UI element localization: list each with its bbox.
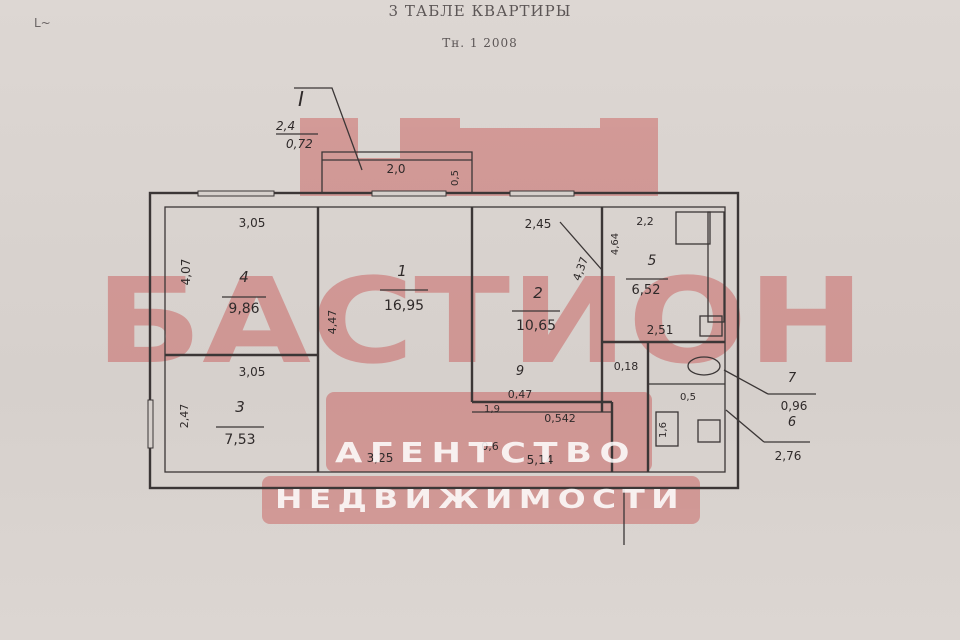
room-1-area: 16,95 bbox=[384, 298, 424, 314]
extra-dim-3: 0,5 bbox=[680, 392, 696, 403]
room-1-bottom-dim: 3,25 bbox=[367, 451, 394, 465]
room-6-area: 2,76 bbox=[775, 449, 802, 463]
room-4-top-dim: 3,05 bbox=[239, 216, 266, 230]
counter-icon bbox=[707, 211, 725, 323]
room-6-side-dim: 1,6 bbox=[658, 422, 669, 438]
balcony-fraction-bottom: 0,72 bbox=[286, 137, 313, 151]
windows bbox=[147, 190, 575, 449]
room-labels: 4 9,86 3,05 4,07 1 16,95 4,47 3,25 2 10,… bbox=[178, 215, 816, 467]
room-8-area: 5,14 bbox=[527, 453, 554, 467]
plan-subtitle: Тн. 1 2008 bbox=[442, 36, 518, 50]
room-3-area: 7,53 bbox=[224, 432, 255, 448]
room-2-number: 2 bbox=[533, 284, 543, 302]
balcony: 2,0 0,5 I 2,4 0,72 bbox=[276, 87, 473, 193]
plan-title: 3 ТАБЛЕ КВАРТИРЫ bbox=[388, 2, 572, 20]
room-4-side-dim: 4,07 bbox=[179, 259, 193, 286]
room-5-top-dim: 2,2 bbox=[636, 215, 654, 228]
room-9-dim: 1,9 bbox=[484, 404, 500, 415]
stove-icon bbox=[675, 211, 711, 245]
room-2-area: 10,65 bbox=[516, 318, 556, 334]
room-7-number: 7 bbox=[788, 371, 797, 386]
room-8-dim: 0,6 bbox=[481, 440, 499, 453]
watermark-text: АГЕНТСТВО НЕДВИЖИМОСТИ bbox=[275, 436, 685, 515]
fixtures bbox=[623, 211, 725, 545]
toilet-icon bbox=[697, 419, 721, 443]
room-4-area: 9,86 bbox=[228, 301, 259, 317]
extra-dim-1: 0,18 bbox=[614, 360, 639, 373]
room-1-side-dim: 4,47 bbox=[326, 310, 339, 335]
sink-icon bbox=[699, 315, 723, 337]
room-3-top-dim: 3,05 bbox=[239, 365, 266, 379]
room-9-number: 9 bbox=[516, 364, 524, 379]
room-5-side-dim: 4,64 bbox=[610, 233, 621, 255]
extra-dim-2: 0,542 bbox=[544, 412, 576, 425]
watermark-brand: БАСТИОН bbox=[95, 252, 865, 390]
room-5-area: 6,52 bbox=[632, 283, 661, 298]
balcony-depth: 0,5 bbox=[450, 170, 461, 186]
room-3-number: 3 bbox=[235, 398, 245, 416]
room-6-number: 6 bbox=[788, 415, 796, 430]
balcony-fraction-top: 2,4 bbox=[276, 119, 295, 133]
room-1-number: 1 bbox=[397, 262, 407, 280]
room-5-bottom-dim: 2,51 bbox=[647, 323, 674, 337]
bath-icon bbox=[655, 411, 679, 447]
balcony-number: I bbox=[298, 87, 304, 111]
watermark-line2: НЕДВИЖИМОСТИ bbox=[275, 485, 685, 515]
room-9-area: 0,47 bbox=[508, 388, 533, 401]
watermark-tower-icon bbox=[300, 118, 658, 196]
watermark-line1: АГЕНТСТВО bbox=[335, 436, 637, 469]
balcony-width: 2,0 bbox=[386, 162, 405, 176]
interior-walls bbox=[165, 207, 725, 472]
room-4-number: 4 bbox=[239, 268, 249, 286]
room-7-area: 0,96 bbox=[781, 399, 808, 413]
room-3-side-dim: 2,47 bbox=[178, 404, 191, 429]
room-2-top-dim: 2,45 bbox=[525, 217, 552, 231]
room-5-number: 5 bbox=[648, 253, 657, 269]
washbasin-icon bbox=[687, 356, 721, 376]
corner-mark: L~ bbox=[34, 16, 51, 30]
